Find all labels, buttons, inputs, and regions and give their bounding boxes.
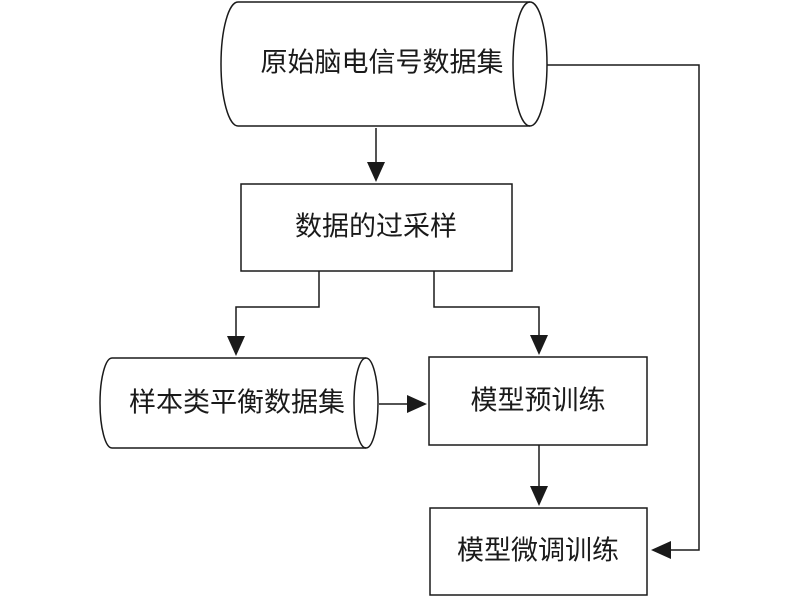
arrowhead [367, 162, 385, 182]
arrowhead [651, 541, 671, 559]
node-finetuning: 模型微调训练 [429, 507, 648, 596]
balanced-dataset-label: 样本类平衡数据集 [129, 388, 345, 419]
pretraining-label: 模型预训练 [471, 386, 606, 417]
edge-pretraining-to-finetuning [530, 445, 548, 506]
pretraining-box [428, 356, 648, 446]
oversampling-label: 数据的过采样 [295, 212, 457, 243]
edge-oversampling-to-balanced [227, 271, 320, 356]
node-pretraining: 模型预训练 [428, 356, 648, 446]
balanced-dataset-shape-rim [353, 357, 367, 449]
node-oversampling: 数据的过采样 [240, 183, 513, 272]
edge-raw-to-finetuning [547, 64, 700, 559]
finetuning-box [429, 507, 648, 596]
arrowhead [530, 486, 548, 506]
raw-eeg-dataset-label: 原始脑电信号数据集 [261, 48, 504, 79]
arrowhead [407, 395, 427, 413]
node-balanced-dataset: 样本类平衡数据集 [99, 357, 379, 449]
arrowhead [227, 336, 245, 356]
edge-balanced-to-pretraining [379, 395, 427, 413]
edge-oversampling-to-pretraining [433, 271, 548, 355]
raw-eeg-dataset-shape-rim [512, 1, 531, 127]
arrowhead [530, 335, 548, 355]
oversampling-box [240, 183, 513, 272]
edge-raw-to-oversampling [367, 128, 385, 182]
finetuning-label: 模型微调训练 [457, 536, 619, 567]
node-raw-eeg-dataset: 原始脑电信号数据集 [220, 1, 548, 127]
